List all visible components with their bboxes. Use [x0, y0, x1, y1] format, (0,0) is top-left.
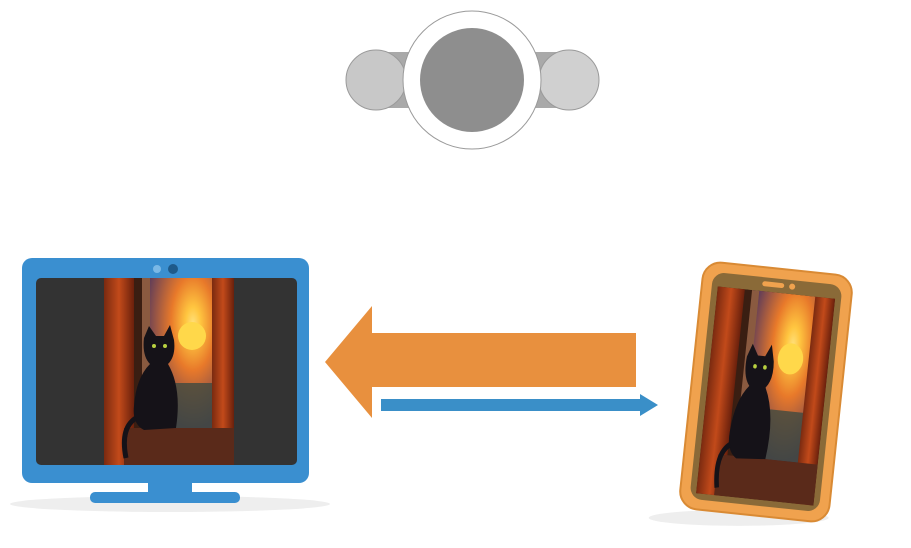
- camera-lens-icon: [168, 264, 178, 274]
- smartphone-icon: [648, 261, 853, 526]
- large-arrow-left: [325, 306, 636, 418]
- cat-painting-image: [104, 278, 234, 465]
- desktop-monitor-icon: [10, 258, 330, 512]
- cat-painting-image: [696, 286, 835, 505]
- small-arrow-right: [381, 394, 658, 416]
- camera-dot-icon: [153, 265, 161, 273]
- toggle-switch-icon: [345, 10, 600, 150]
